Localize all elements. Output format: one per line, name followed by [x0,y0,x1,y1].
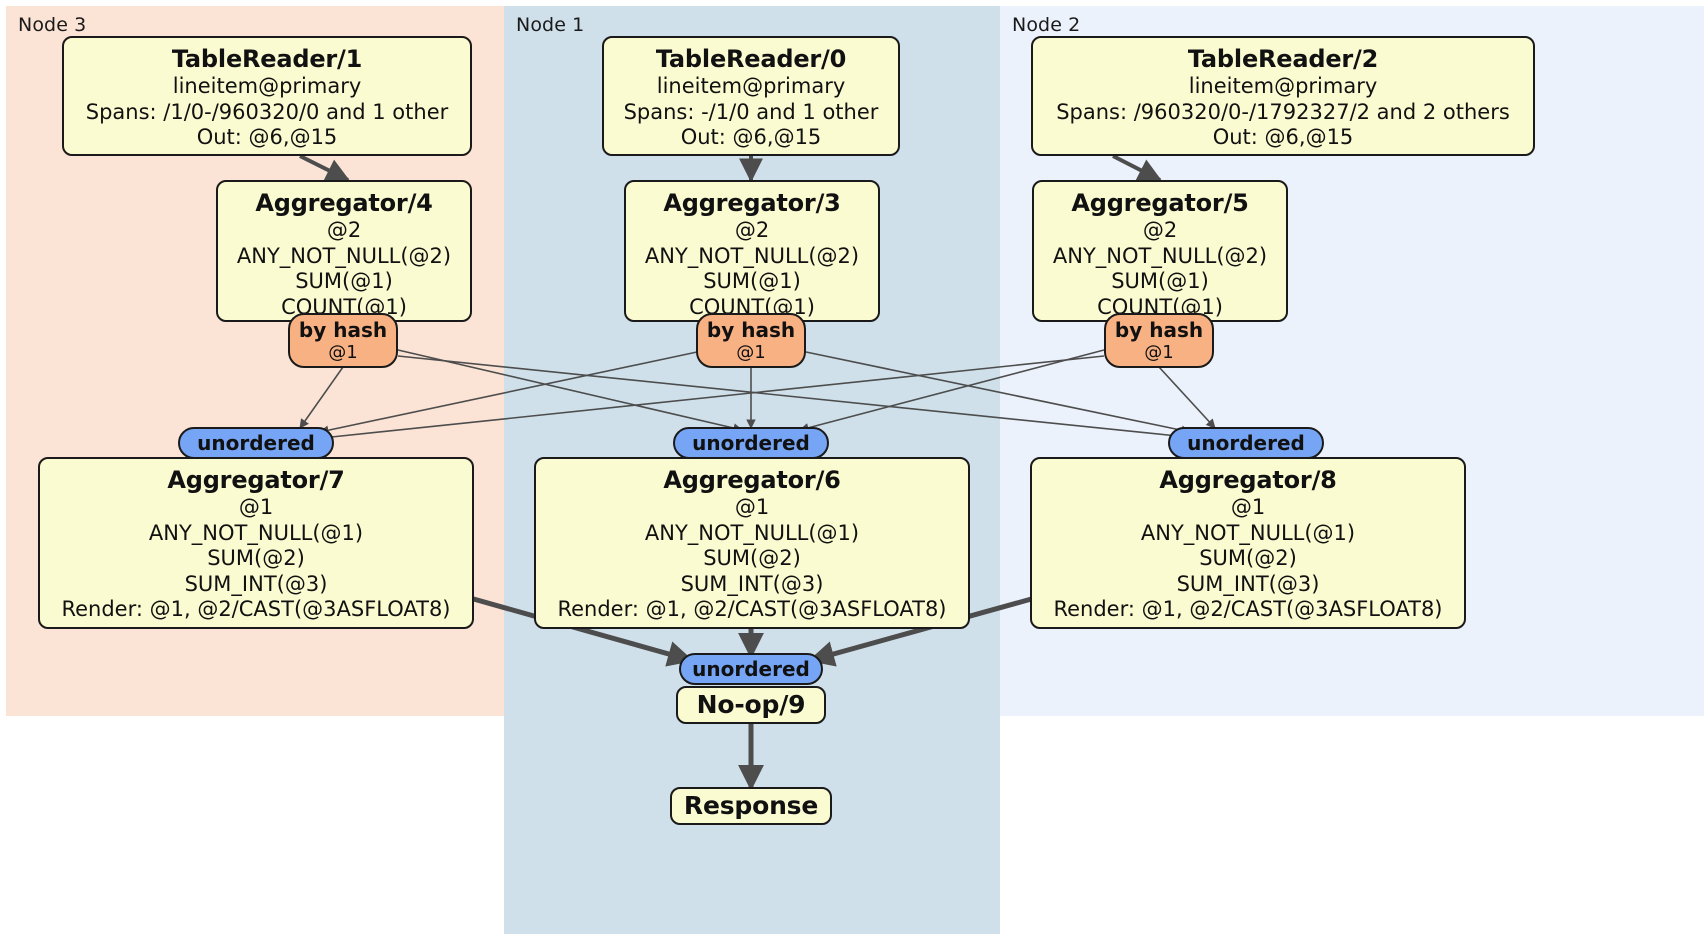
processor-detail-line: Spans: -/1/0 and 1 other [623,99,879,124]
synchronizer-title: unordered [197,430,315,455]
unordered-synchronizer-left[interactable]: unordered [178,427,334,459]
hash-router-right[interactable]: by hash @1 [1104,313,1214,368]
processor-detail-line: ANY_NOT_NULL(@1) [1140,520,1356,545]
processor-title: Response [683,791,819,820]
processor-detail-line: @1 [734,495,770,519]
processor-detail-line: SUM_INT(@3) [184,571,328,596]
hash-router-column: @1 [328,341,358,363]
processor-render-line: Render: @1, @2/CAST(@3ASFLOAT8) [557,597,947,621]
unordered-synchronizer-center[interactable]: unordered [673,427,829,459]
hash-router-column: @1 [1144,341,1174,363]
processor-aggregator-4[interactable]: Aggregator/4 @2 ANY_NOT_NULL(@2) SUM(@1)… [216,180,472,322]
processor-detail-line: @1 [1230,495,1266,519]
processor-detail-line: lineitem@primary [172,74,362,98]
processor-tablereader-2[interactable]: TableReader/2 lineitem@primary Spans: /9… [1031,36,1535,156]
processor-aggregator-7[interactable]: Aggregator/7 @1 ANY_NOT_NULL(@1) SUM(@2)… [38,457,474,629]
processor-detail-line: SUM(@2) [1199,546,1297,570]
processor-detail-line: @2 [734,218,770,242]
node-panel-label: Node 1 [516,14,585,36]
hash-router-left[interactable]: by hash @1 [288,313,398,368]
processor-detail-line: @1 [238,495,274,519]
hash-router-title: by hash [1114,317,1204,342]
processor-render-line: Render: @1, @2/CAST(@3ASFLOAT8) [1053,597,1443,621]
processor-response[interactable]: Response [670,787,832,825]
processor-detail-line: Out: @6,@15 [196,125,338,149]
node-panel-label: Node 2 [1012,14,1081,36]
processor-detail-line: @2 [326,218,362,242]
unordered-synchronizer-right[interactable]: unordered [1168,427,1324,459]
processor-tablereader-1[interactable]: TableReader/1 lineitem@primary Spans: /1… [62,36,472,156]
processor-aggregator-8[interactable]: Aggregator/8 @1 ANY_NOT_NULL(@1) SUM(@2)… [1030,457,1466,629]
processor-detail-line: Out: @6,@15 [1212,125,1354,149]
processor-detail-line: Spans: /960320/0-/1792327/2 and 2 others [1056,99,1510,124]
synchronizer-title: unordered [1187,430,1305,455]
processor-noop-9[interactable]: No-op/9 [676,686,826,724]
processor-detail-line: Spans: /1/0-/960320/0 and 1 other [85,99,449,124]
hash-router-center[interactable]: by hash @1 [696,313,806,368]
processor-detail-line: lineitem@primary [1188,74,1378,98]
synchronizer-title: unordered [692,656,810,681]
processor-detail-line: ANY_NOT_NULL(@2) [644,243,860,268]
hash-router-title: by hash [298,317,388,342]
hash-router-column: @1 [736,341,766,363]
processor-title: Aggregator/5 [1071,189,1249,217]
processor-title: No-op/9 [696,690,806,719]
processor-title: Aggregator/3 [663,189,841,217]
synchronizer-title: unordered [692,430,810,455]
processor-detail-line: SUM(@2) [703,546,801,570]
node-panel-label: Node 3 [18,14,87,36]
processor-title: Aggregator/6 [663,466,841,494]
processor-aggregator-6[interactable]: Aggregator/6 @1 ANY_NOT_NULL(@1) SUM(@2)… [534,457,970,629]
processor-render-line: Render: @1, @2/CAST(@3ASFLOAT8) [61,597,451,621]
processor-detail-line: SUM_INT(@3) [1176,571,1320,596]
processor-tablereader-0[interactable]: TableReader/0 lineitem@primary Spans: -/… [602,36,900,156]
processor-title: Aggregator/7 [167,466,345,494]
processor-detail-line: SUM(@1) [295,269,393,293]
processor-title: TableReader/0 [655,45,847,73]
hash-router-title: by hash [706,317,796,342]
processor-title: Aggregator/8 [1159,466,1337,494]
processor-title: TableReader/2 [1187,45,1379,73]
processor-detail-line: ANY_NOT_NULL(@2) [236,243,452,268]
unordered-synchronizer-final[interactable]: unordered [679,653,823,685]
processor-detail-line: SUM(@1) [1111,269,1209,293]
processor-detail-line: @2 [1142,218,1178,242]
processor-detail-line: SUM_INT(@3) [680,571,824,596]
processor-aggregator-5[interactable]: Aggregator/5 @2 ANY_NOT_NULL(@2) SUM(@1)… [1032,180,1288,322]
processor-aggregator-3[interactable]: Aggregator/3 @2 ANY_NOT_NULL(@2) SUM(@1)… [624,180,880,322]
processor-detail-line: SUM(@1) [703,269,801,293]
processor-detail-line: lineitem@primary [656,74,846,98]
processor-title: Aggregator/4 [255,189,433,217]
processor-detail-line: SUM(@2) [207,546,305,570]
processor-detail-line: ANY_NOT_NULL(@2) [1052,243,1268,268]
processor-detail-line: Out: @6,@15 [680,125,822,149]
processor-title: TableReader/1 [171,45,363,73]
processor-detail-line: ANY_NOT_NULL(@1) [148,520,364,545]
processor-detail-line: ANY_NOT_NULL(@1) [644,520,860,545]
